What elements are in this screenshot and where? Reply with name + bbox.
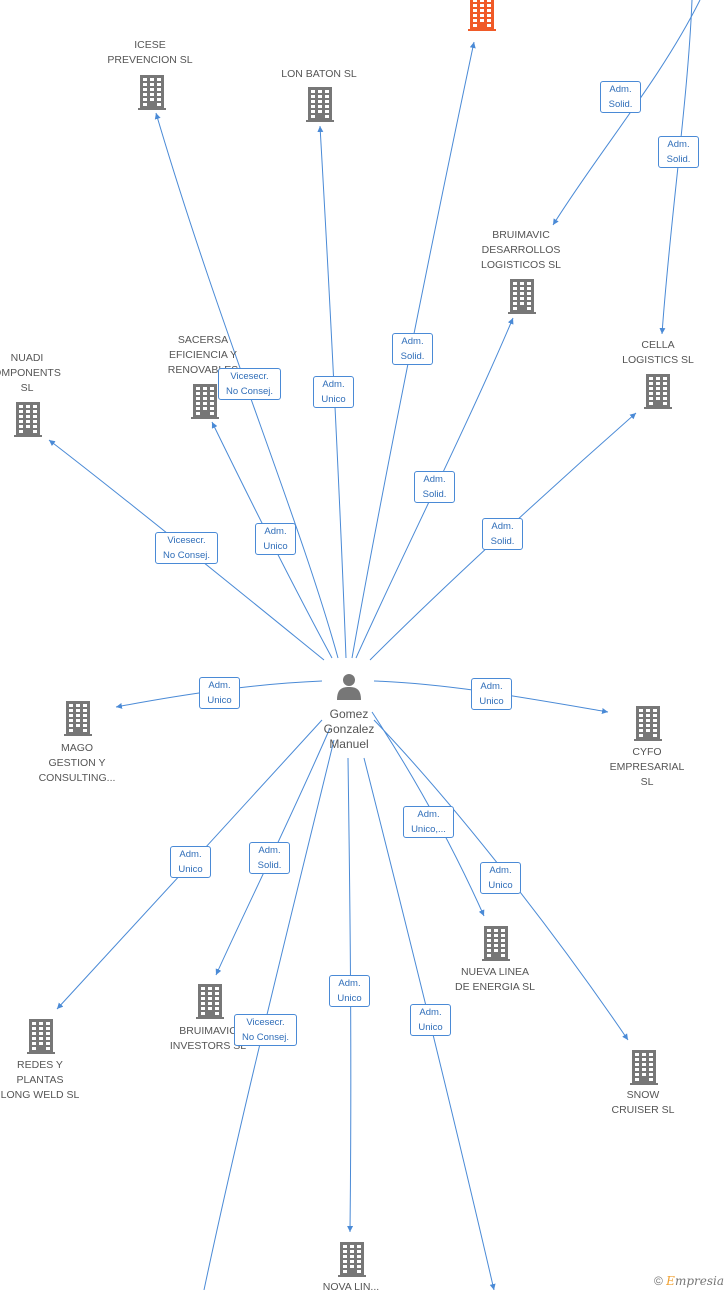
company-label-lon-baton[interactable]: LON BATON SL xyxy=(281,68,357,80)
edge-label-to-bruimavic-inv: Adm. Solid. xyxy=(249,842,290,874)
person-label[interactable]: Gomez Gonzalez Manuel xyxy=(323,707,375,751)
building-icon[interactable] xyxy=(508,279,536,314)
building-icon[interactable] xyxy=(196,984,224,1019)
building-icon[interactable] xyxy=(468,0,496,31)
edge-label-to-snow: Adm. Unico xyxy=(480,862,521,894)
edge-label-to-redes: Adm. Unico xyxy=(170,846,211,878)
building-icon[interactable] xyxy=(482,926,510,961)
edge-label-to-nuadi: Vicesecr. No Consej. xyxy=(155,532,218,564)
building-icon[interactable] xyxy=(64,701,92,736)
building-icon[interactable] xyxy=(306,87,334,122)
building-icon[interactable] xyxy=(191,384,219,419)
logo-rest: mpresia xyxy=(674,1274,724,1288)
building-icon[interactable] xyxy=(644,374,672,409)
edge-icese xyxy=(154,112,339,659)
building-icon[interactable] xyxy=(14,402,42,437)
edge-label-to-mago: Adm. Unico xyxy=(199,677,240,709)
company-label-cella[interactable]: CELLA LOGISTICS SL xyxy=(622,339,694,366)
edge-label-top-to-cella: Adm. Solid. xyxy=(658,136,699,168)
copyright-symbol: © xyxy=(653,1274,663,1288)
edge-label-to-cyfo: Adm. Unico xyxy=(471,678,512,710)
building-icon[interactable] xyxy=(634,706,662,741)
company-label-icese[interactable]: ICESE PREVENCION SL xyxy=(107,39,193,66)
company-label-mago[interactable]: MAGO GESTION Y CONSULTING... xyxy=(38,742,116,784)
company-label-cyfo[interactable]: CYFO EMPRESARIAL SL xyxy=(609,746,685,788)
empresia-logo: © Empresia xyxy=(654,1274,724,1288)
company-label-nuadi[interactable]: NUADI OMPONENTS SL xyxy=(0,352,61,394)
company-label-redes[interactable]: REDES Y PLANTAS LONG WELD SL xyxy=(0,1059,80,1101)
company-label-bruimavic-desarrollos[interactable]: BRUIMAVIC DESARROLLOS LOGISTICOS SL xyxy=(481,229,561,271)
building-icon[interactable] xyxy=(338,1242,366,1277)
edge-top-bruimavic xyxy=(552,0,701,226)
edge-label-to-bottom-left: Vicesecr. No Consej. xyxy=(234,1014,297,1046)
company-label-snow[interactable]: SNOW CRUISER SL xyxy=(611,1089,675,1116)
edge-label-to-cella: Adm. Solid. xyxy=(482,518,523,550)
edge-label-to-bruimavic-des: Adm. Solid. xyxy=(414,471,455,503)
edge-label-to-nova: Adm. Unico xyxy=(329,975,370,1007)
person-icon xyxy=(337,674,361,700)
edge-label-to-sacersa: Adm. Unico xyxy=(255,523,296,555)
company-label-nueva-linea[interactable]: NUEVA LINEA DE ENERGIA SL xyxy=(455,966,535,993)
company-label-bruimavic-investors[interactable]: BRUIMAVIC INVESTORS SL xyxy=(169,1025,247,1052)
logo-e: E xyxy=(666,1274,675,1288)
building-icon[interactable] xyxy=(27,1019,55,1054)
edge-label-to-nueva: Adm. Unico,... xyxy=(403,806,454,838)
edge-top xyxy=(351,41,476,659)
building-icon[interactable] xyxy=(630,1050,658,1085)
edge-label-to-bottom-right: Adm. Unico xyxy=(410,1004,451,1036)
company-label-nova-lin[interactable]: NOVA LIN... xyxy=(322,1281,380,1293)
edge-label-to-icese: Vicesecr. No Consej. xyxy=(218,368,281,400)
building-icon[interactable] xyxy=(138,75,166,110)
edge-label-to-top: Adm. Solid. xyxy=(392,333,433,365)
edge-label-top-to-bruimavic: Adm. Solid. xyxy=(600,81,641,113)
edge-label-to-lon-baton: Adm. Unico xyxy=(313,376,354,408)
